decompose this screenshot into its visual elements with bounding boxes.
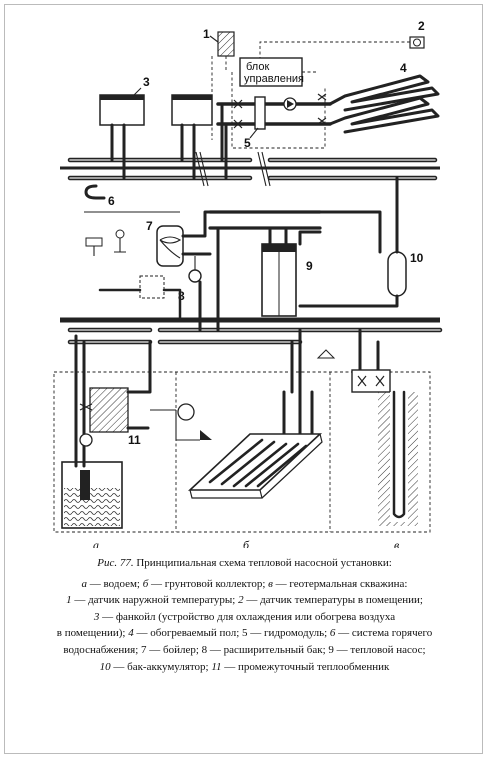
legend-key-a: а	[81, 577, 88, 590]
caption-text: — бак-аккумулятор;	[110, 660, 212, 673]
caption-line-3: в помещении); 4 — обогреваемый пол; 5 — …	[14, 625, 475, 642]
main-pipes	[67, 151, 443, 345]
room-sensor	[259, 36, 425, 70]
page-frame	[4, 4, 483, 754]
label-6: 6	[108, 194, 115, 208]
label-3: 3	[143, 75, 150, 89]
caption-text: — промежуточный теплообменник	[221, 660, 390, 673]
caption-num: 2	[238, 594, 244, 607]
label-4: 4	[400, 61, 407, 75]
legend-text-a: — водоем;	[87, 577, 143, 590]
storage-tank	[298, 176, 407, 308]
small-heater	[98, 226, 220, 332]
label-2: 2	[418, 19, 425, 33]
caption-num: 3	[93, 610, 100, 623]
caption-legend: а — водоем; б — грунтовой коллектор; в —…	[14, 576, 475, 593]
zone-c-borehole	[316, 328, 418, 526]
heated-floor-coils	[317, 74, 440, 134]
caption-title: Рис. 77. Принципиальная схема тепловой н…	[14, 555, 475, 572]
label-8: 8	[178, 289, 185, 303]
figure-caption: Рис. 77. Принципиальная схема тепловой н…	[14, 555, 475, 675]
caption-fig-num: Рис. 77.	[97, 557, 134, 569]
caption-text: — обогреваемый пол; 5 — гидромодуль;	[133, 627, 330, 640]
label-9: 9	[306, 259, 313, 273]
caption-num: 11	[211, 660, 222, 673]
caption-text: водоснабжения; 7 — бойлер; 8 — расширите…	[63, 643, 426, 656]
control-block-label-1: блок	[246, 61, 269, 73]
sub-label-a: а	[93, 538, 99, 548]
hot-water-system	[84, 184, 180, 256]
caption-line-5: 10 — бак-аккумулятор; 11 — промежуточный…	[14, 659, 475, 676]
label-7: 7	[146, 219, 153, 233]
fancoil-units	[99, 94, 213, 180]
caption-line-2: 3 — фанкойл (устройство для охлаждения и…	[14, 609, 475, 626]
expansion-tank	[188, 256, 202, 283]
caption-line-1: 1 — датчик наружной температуры; 2 — дат…	[14, 592, 475, 609]
label-11: 11	[128, 433, 141, 447]
zone-a-pond	[61, 334, 212, 529]
caption-text: в помещении);	[56, 627, 129, 640]
caption-num: 10	[99, 660, 111, 673]
control-block: блок управления	[231, 57, 326, 149]
legend-text-v: — геотермальная скважина:	[272, 577, 408, 590]
heat-pump	[208, 210, 322, 317]
caption-title-text: Принципиальная схема тепловой насосной у…	[136, 557, 392, 569]
legend-text-b: — грунтовой коллектор;	[148, 577, 269, 590]
sub-label-v: в	[394, 538, 399, 548]
caption-num: 6	[329, 627, 336, 640]
label-1: 1	[203, 27, 210, 41]
caption-text: — датчик наружной температуры;	[71, 594, 239, 607]
label-5: 5	[244, 136, 251, 150]
legend-key-b: б	[142, 577, 149, 590]
caption-num: 1	[66, 594, 72, 607]
legend-key-v: в	[268, 577, 273, 590]
caption-text: — фанкойл (устройство для охлаждения или…	[99, 610, 396, 623]
heat-pump-schematic: 3 1 2 блок управления 5 4	[53, 19, 443, 548]
caption-num: 4	[128, 627, 134, 640]
caption-text: — система горячего	[335, 627, 433, 640]
floor-lines	[60, 166, 440, 323]
boiler	[156, 210, 262, 267]
label-10: 10	[410, 251, 424, 265]
outdoor-sensor	[211, 31, 235, 140]
zone-b-ground-collector	[187, 328, 323, 499]
bottom-zones	[53, 371, 431, 533]
hydro-module	[216, 96, 332, 180]
caption-text: — датчик температуры в помещении;	[243, 594, 423, 607]
caption-line-4: водоснабжения; 7 — бойлер; 8 — расширите…	[14, 642, 475, 659]
sub-label-b: б	[243, 538, 250, 548]
control-block-label-2: управления	[244, 73, 304, 85]
